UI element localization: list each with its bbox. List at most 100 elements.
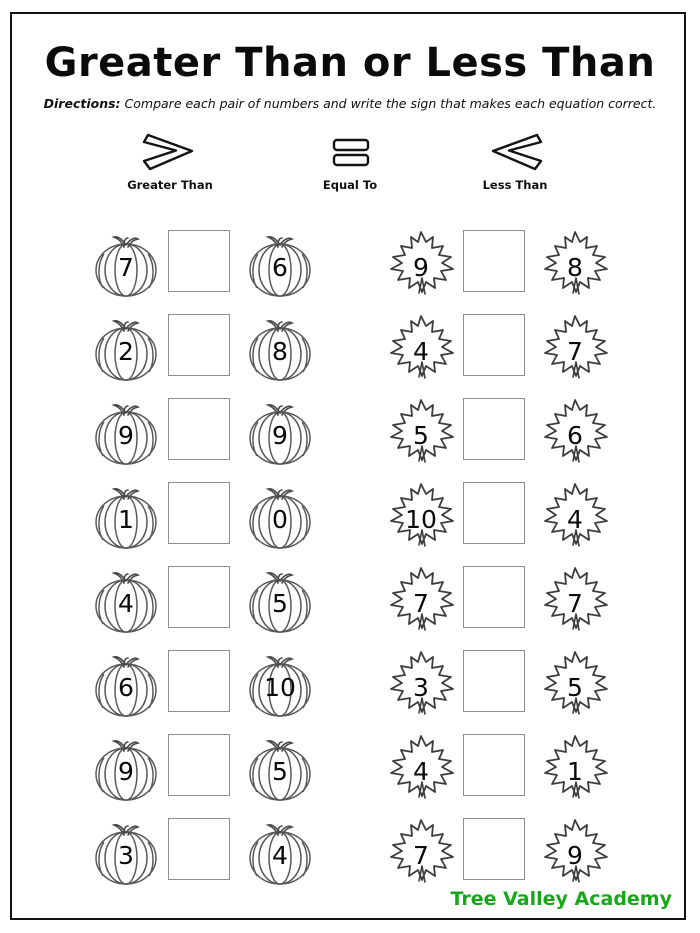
problem-row: 9 9 — [78, 390, 328, 474]
pumpkin-icon — [249, 656, 311, 717]
number-value: 9 — [413, 252, 429, 282]
directions: Directions: Compare each pair of numbers… — [0, 96, 700, 111]
answer-box[interactable] — [168, 734, 230, 796]
pumpkin-icon — [249, 824, 311, 885]
number-value: 1 — [118, 504, 134, 534]
maple-leaf-icon — [544, 315, 608, 379]
pumpkin-icon — [249, 488, 311, 549]
equal-to-icon — [275, 130, 425, 174]
legend-label: Greater Than — [127, 178, 213, 192]
problem-row: 4 5 — [78, 558, 328, 642]
problem-row: 6 10 — [78, 642, 328, 726]
answer-box[interactable] — [168, 818, 230, 880]
number-pumpkin-right: 6 — [242, 226, 318, 302]
maple-leaf-icon — [544, 399, 608, 463]
brand-logo: Tree Valley Academy — [450, 888, 673, 910]
problem-row: 3 4 — [78, 810, 328, 894]
answer-box[interactable] — [168, 650, 230, 712]
number-leaf-left: 7 — [383, 814, 459, 890]
answer-box[interactable] — [463, 818, 525, 880]
answer-box[interactable] — [168, 398, 230, 460]
pumpkin-icon — [249, 320, 311, 381]
answer-box[interactable] — [463, 650, 525, 712]
answer-box[interactable] — [463, 482, 525, 544]
number-value: 9 — [272, 420, 288, 450]
maple-leaf-icon — [544, 483, 608, 547]
answer-box[interactable] — [463, 566, 525, 628]
number-pumpkin-left: 7 — [88, 226, 164, 302]
pumpkin-icon — [95, 572, 157, 633]
pumpkin-icon — [95, 488, 157, 549]
number-leaf-right: 7 — [537, 562, 613, 638]
number-value: 5 — [272, 588, 288, 618]
maple-leaf-icon — [390, 231, 454, 295]
pumpkin-icon — [95, 404, 157, 465]
number-value: 10 — [405, 504, 437, 534]
problem-row: 9 8 — [373, 222, 623, 306]
answer-box[interactable] — [168, 566, 230, 628]
number-value: 9 — [567, 840, 583, 870]
number-value: 7 — [118, 252, 134, 282]
maple-leaf-icon — [390, 483, 454, 547]
problem-row: 4 7 — [373, 306, 623, 390]
number-pumpkin-right: 0 — [242, 478, 318, 554]
number-value: 4 — [567, 504, 583, 534]
answer-box[interactable] — [168, 314, 230, 376]
maple-leaf-icon — [390, 567, 454, 631]
legend-label: Less Than — [482, 178, 548, 192]
greater-than-icon — [95, 130, 245, 174]
number-value: 2 — [118, 336, 134, 366]
number-value: 5 — [567, 672, 583, 702]
legend-item-equal-to: Equal To — [275, 130, 425, 192]
answer-box[interactable] — [463, 398, 525, 460]
legend-label: Equal To — [322, 178, 378, 192]
number-pumpkin-left: 9 — [88, 394, 164, 470]
number-leaf-left: 7 — [383, 562, 459, 638]
problem-column-right: 9 8 4 7 5 6 10 4 7 7 3 5 4 1 7 9 — [373, 222, 623, 894]
number-leaf-left: 4 — [383, 730, 459, 806]
number-pumpkin-left: 4 — [88, 562, 164, 638]
answer-box[interactable] — [463, 230, 525, 292]
number-value: 7 — [413, 588, 429, 618]
number-value: 9 — [118, 420, 134, 450]
number-leaf-left: 10 — [383, 478, 459, 554]
number-leaf-right: 8 — [537, 226, 613, 302]
pumpkin-icon — [249, 404, 311, 465]
number-pumpkin-left: 3 — [88, 814, 164, 890]
answer-box[interactable] — [168, 482, 230, 544]
pumpkin-icon — [95, 656, 157, 717]
number-value: 1 — [567, 756, 583, 786]
number-pumpkin-right: 5 — [242, 730, 318, 806]
maple-leaf-icon — [390, 315, 454, 379]
maple-leaf-icon — [390, 819, 454, 883]
number-pumpkin-right: 5 — [242, 562, 318, 638]
number-pumpkin-right: 9 — [242, 394, 318, 470]
directions-text: Compare each pair of numbers and write t… — [124, 96, 657, 111]
problem-row: 1 0 — [78, 474, 328, 558]
maple-leaf-icon — [544, 819, 608, 883]
less-than-icon — [440, 130, 590, 174]
answer-box[interactable] — [168, 230, 230, 292]
problem-row: 7 7 — [373, 558, 623, 642]
problem-column-left: 7 6 2 8 — [78, 222, 328, 894]
pumpkin-icon — [249, 740, 311, 801]
answer-box[interactable] — [463, 734, 525, 796]
problem-row: 5 6 — [373, 390, 623, 474]
number-pumpkin-right: 4 — [242, 814, 318, 890]
number-pumpkin-right: 8 — [242, 310, 318, 386]
answer-box[interactable] — [463, 314, 525, 376]
number-value: 3 — [413, 672, 429, 702]
number-leaf-left: 9 — [383, 226, 459, 302]
legend-item-less-than: Less Than — [440, 130, 590, 192]
legend: Greater Than Equal To Less Than — [95, 130, 605, 205]
number-pumpkin-right: 10 — [242, 646, 318, 722]
problem-row: 3 5 — [373, 642, 623, 726]
maple-leaf-icon — [544, 567, 608, 631]
number-leaf-right: 4 — [537, 478, 613, 554]
number-value: 4 — [118, 588, 134, 618]
problem-row: 4 1 — [373, 726, 623, 810]
problem-row: 7 6 — [78, 222, 328, 306]
maple-leaf-icon — [390, 735, 454, 799]
number-leaf-right: 1 — [537, 730, 613, 806]
